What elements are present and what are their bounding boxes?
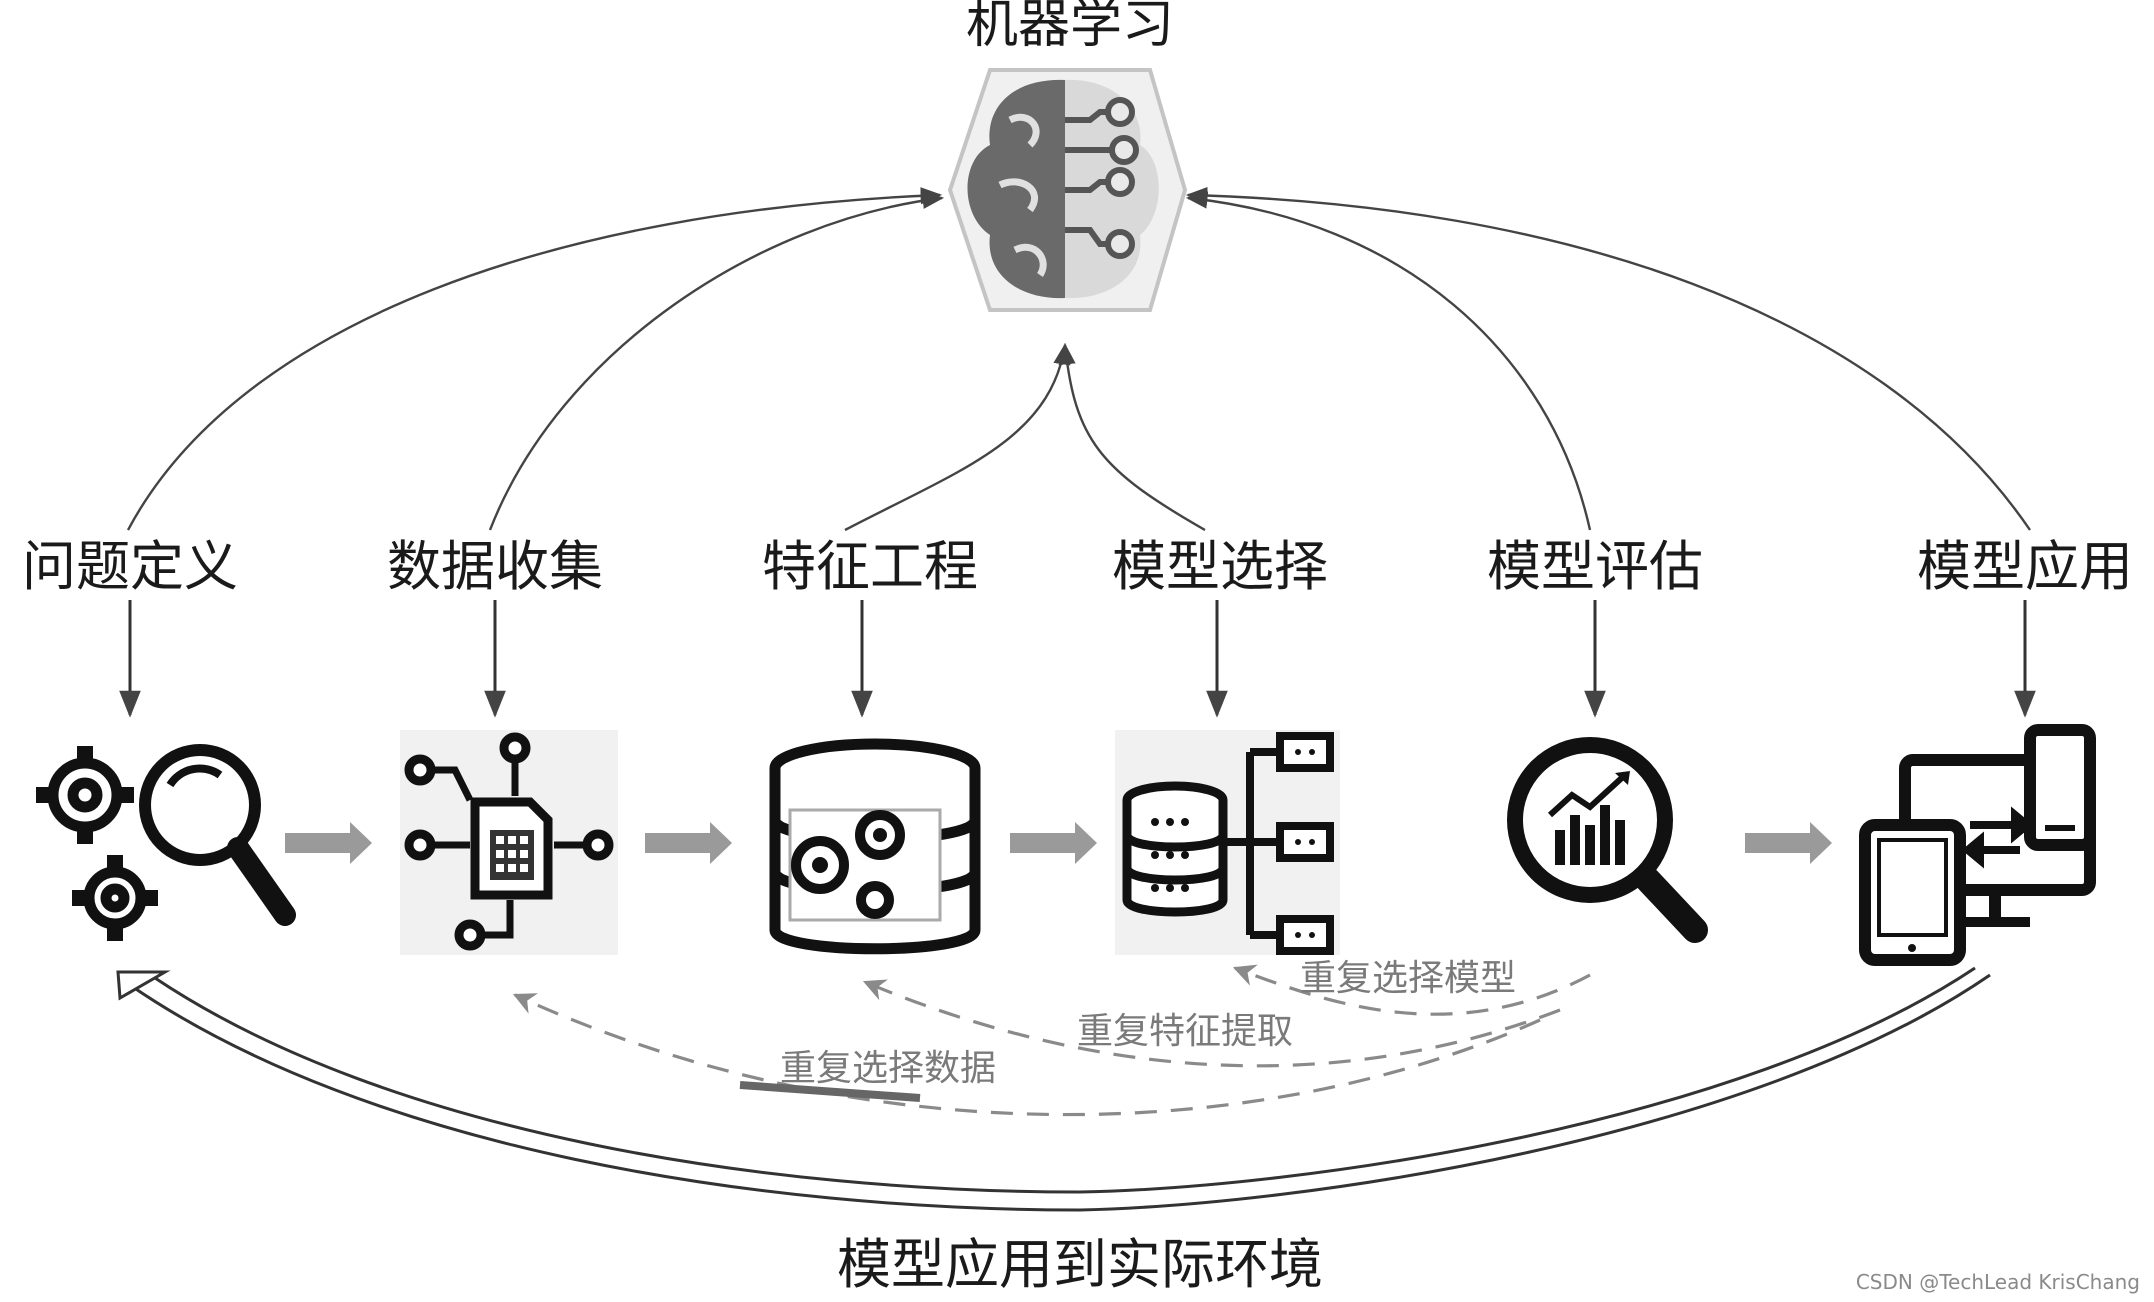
- step-label-model-apply: 模型应用: [1917, 535, 2133, 598]
- loop-label-refeature: 重复特征提取: [1077, 1011, 1293, 1052]
- step-label-feature: 特征工程: [762, 535, 978, 598]
- center-title: 机器学习: [966, 0, 1174, 55]
- dashed-loops: [512, 964, 1591, 1117]
- database-gears-icon: [769, 738, 981, 955]
- feedback-curves: [126, 186, 2031, 532]
- watermark: CSDN @TechLead KrisChang: [1855, 1270, 2140, 1294]
- step-label-problem: 问题定义: [22, 535, 238, 598]
- gears-magnifier-icon: [36, 744, 296, 941]
- step-label-data: 数据收集: [387, 535, 603, 598]
- step-label-model-select: 模型选择: [1112, 535, 1328, 598]
- devices-sync-icon: [1859, 724, 2096, 966]
- data-collection-icon: [400, 730, 618, 955]
- bottom-return-arc: [116, 966, 1991, 1212]
- database-hierarchy-icon: [1115, 730, 1340, 955]
- loop-label-reselect-data: 重复选择数据: [780, 1048, 996, 1089]
- magnifier-chart-icon: [1507, 737, 1708, 943]
- down-arrows: [119, 600, 2036, 718]
- step-label-model-eval: 模型评估: [1487, 535, 1703, 598]
- step-labels: 问题定义 数据收集 特征工程 模型选择 模型评估 模型应用: [22, 535, 2133, 598]
- flow-arrows: [285, 822, 1832, 864]
- loop-label-reselect-model: 重复选择模型: [1300, 958, 1516, 999]
- brain-circuit-icon: [947, 68, 1188, 312]
- bottom-label: 模型应用到实际环境: [837, 1233, 1323, 1296]
